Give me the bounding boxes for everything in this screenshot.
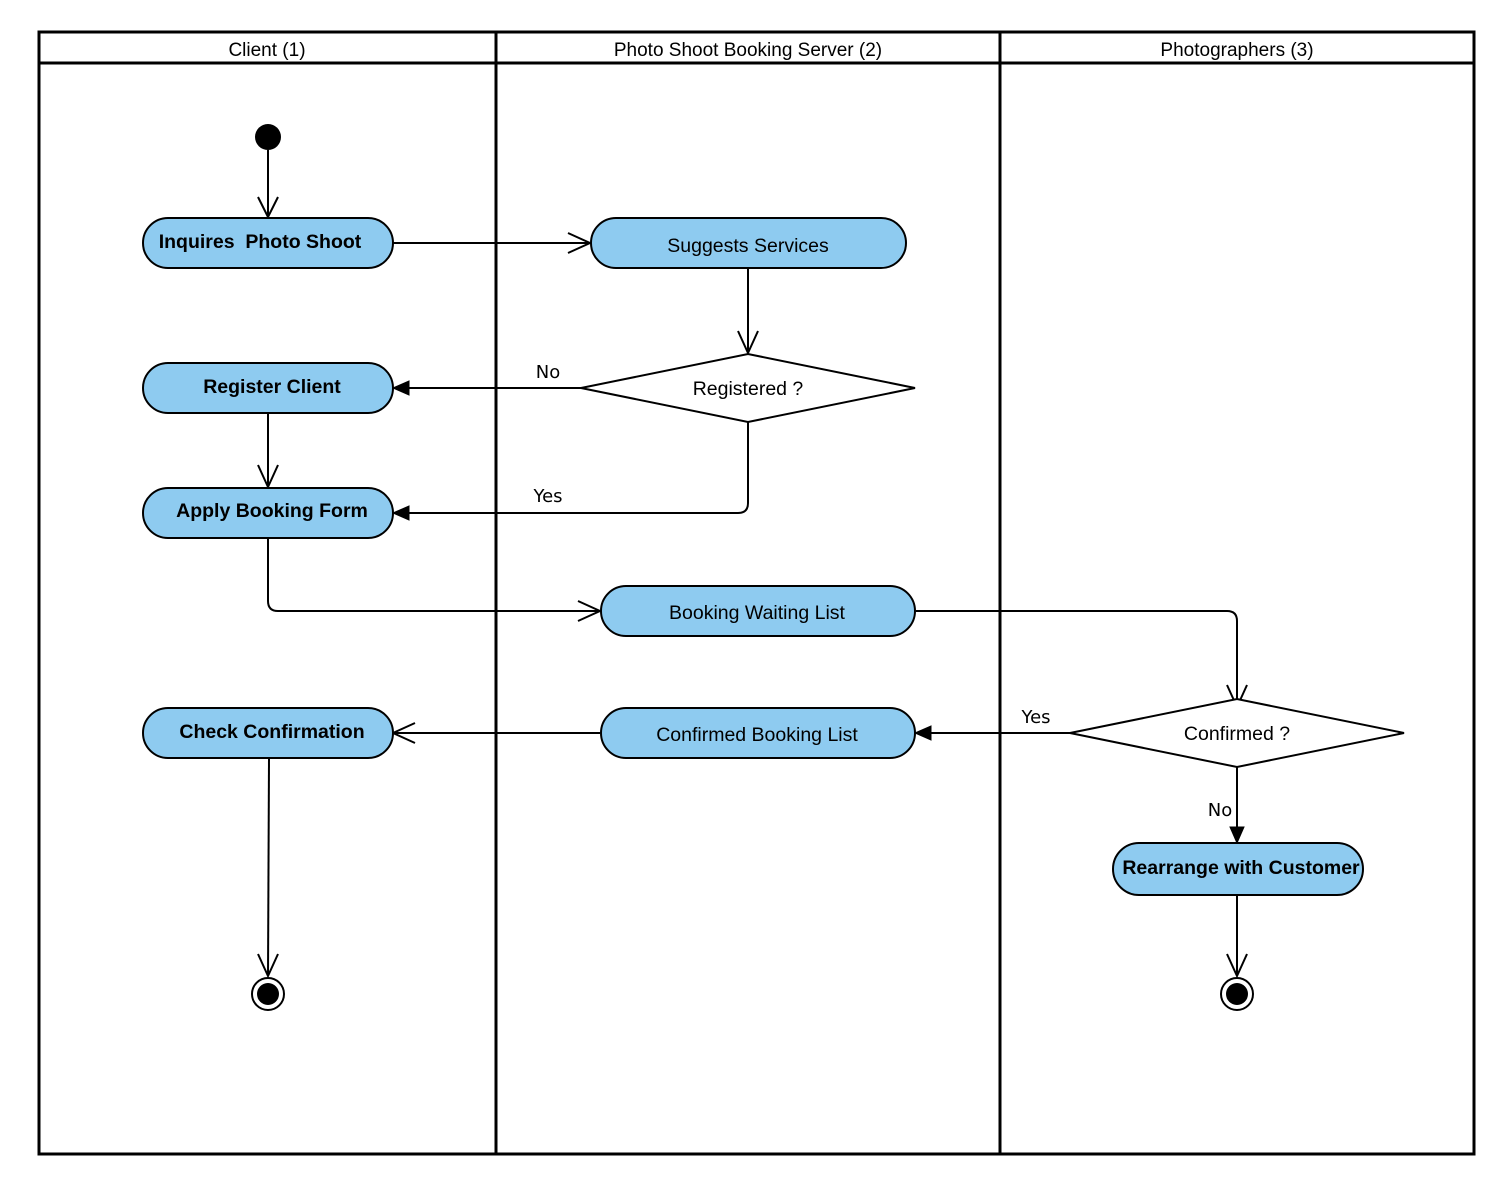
flow-confirmed-yes-to-confirmed-list bbox=[913, 725, 1070, 741]
action-check-confirmation: Check Confirmation bbox=[142, 707, 394, 759]
guard-registered-yes: Yes bbox=[532, 486, 562, 507]
action-register-client: Register Client bbox=[142, 362, 394, 414]
action-suggests-services: Suggests Services bbox=[590, 217, 907, 269]
action-label: Register Client bbox=[203, 376, 341, 398]
guard-confirmed-yes: Yes bbox=[1020, 707, 1050, 728]
action-label: Apply Booking Form bbox=[176, 500, 368, 522]
guard-registered-no: No bbox=[536, 362, 560, 383]
action-apply-booking-form: Apply Booking Form bbox=[142, 487, 394, 539]
flow-suggests-to-registered bbox=[737, 269, 759, 356]
flow-apply-to-waiting-list bbox=[267, 537, 603, 622]
flow-check-to-end bbox=[257, 757, 279, 979]
flow-confirmed-no-to-rearrange bbox=[1229, 767, 1245, 845]
initial-node bbox=[255, 124, 281, 150]
decision-label: Confirmed ? bbox=[1184, 723, 1290, 745]
action-label: Check Confirmation bbox=[179, 721, 364, 743]
flow-registered-yes-to-apply-form bbox=[391, 422, 749, 521]
lane-title-booking-server: Photo Shoot Booking Server (2) bbox=[614, 40, 882, 61]
action-label: Confirmed Booking List bbox=[656, 724, 858, 746]
action-booking-waiting-list: Booking Waiting List bbox=[600, 585, 916, 637]
action-label: Inquires Photo Shoot bbox=[159, 231, 362, 253]
decision-confirmed: Confirmed ? bbox=[1069, 697, 1405, 769]
guard-confirmed-no: No bbox=[1208, 800, 1232, 821]
final-node-photographers bbox=[1220, 977, 1254, 1011]
action-confirmed-booking-list: Confirmed Booking List bbox=[600, 707, 916, 759]
final-node-client bbox=[251, 977, 285, 1011]
lane-title-photographers: Photographers (3) bbox=[1160, 40, 1313, 61]
action-label: Rearrange with Customer bbox=[1122, 857, 1360, 879]
decision-label: Registered ? bbox=[693, 378, 804, 400]
action-rearrange-with-customer: Rearrange with Customer bbox=[1112, 842, 1364, 896]
flow-register-to-apply bbox=[257, 413, 279, 490]
flow-inquires-to-suggests bbox=[393, 232, 593, 254]
action-inquires-photo-shoot: Inquires Photo Shoot bbox=[142, 217, 394, 269]
flow-start-to-inquires bbox=[257, 150, 279, 220]
action-label: Booking Waiting List bbox=[669, 602, 846, 624]
flow-waiting-list-to-confirmed bbox=[916, 610, 1248, 710]
action-label: Suggests Services bbox=[667, 235, 829, 257]
decision-registered: Registered ? bbox=[580, 352, 916, 424]
swimlane-frame bbox=[37, 30, 1476, 1156]
flow-registered-no-to-register-client bbox=[391, 380, 581, 396]
flow-rearrange-to-end bbox=[1226, 895, 1248, 979]
lane-title-client: Client (1) bbox=[228, 40, 305, 61]
